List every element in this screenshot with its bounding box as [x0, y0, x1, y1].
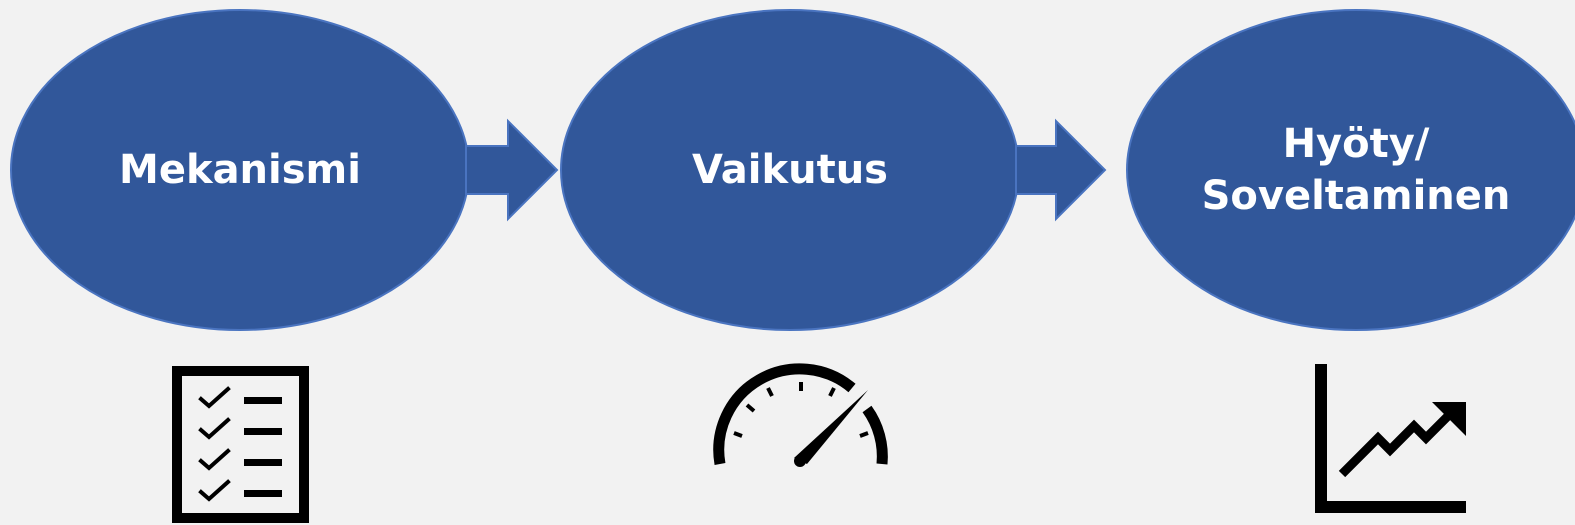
checklist-icon [172, 366, 309, 523]
node-label-line: Vaikutus [692, 147, 888, 193]
growth-chart-icon [1315, 364, 1466, 513]
arrow-2 [1015, 118, 1107, 222]
node-label-line: Mekanismi [119, 147, 361, 193]
node-label-vaikutus: Vaikutus [610, 120, 970, 220]
node-label-hyoty: Hyöty/ Soveltaminen [1176, 115, 1536, 225]
node-label-line: Soveltaminen [1201, 173, 1511, 219]
speedometer-icon [713, 363, 888, 467]
arrow-1 [465, 118, 559, 222]
node-label-line: Hyöty/ [1282, 121, 1430, 167]
node-hyoty [1126, 9, 1575, 331]
node-label-mekanismi: Mekanismi [60, 120, 420, 220]
